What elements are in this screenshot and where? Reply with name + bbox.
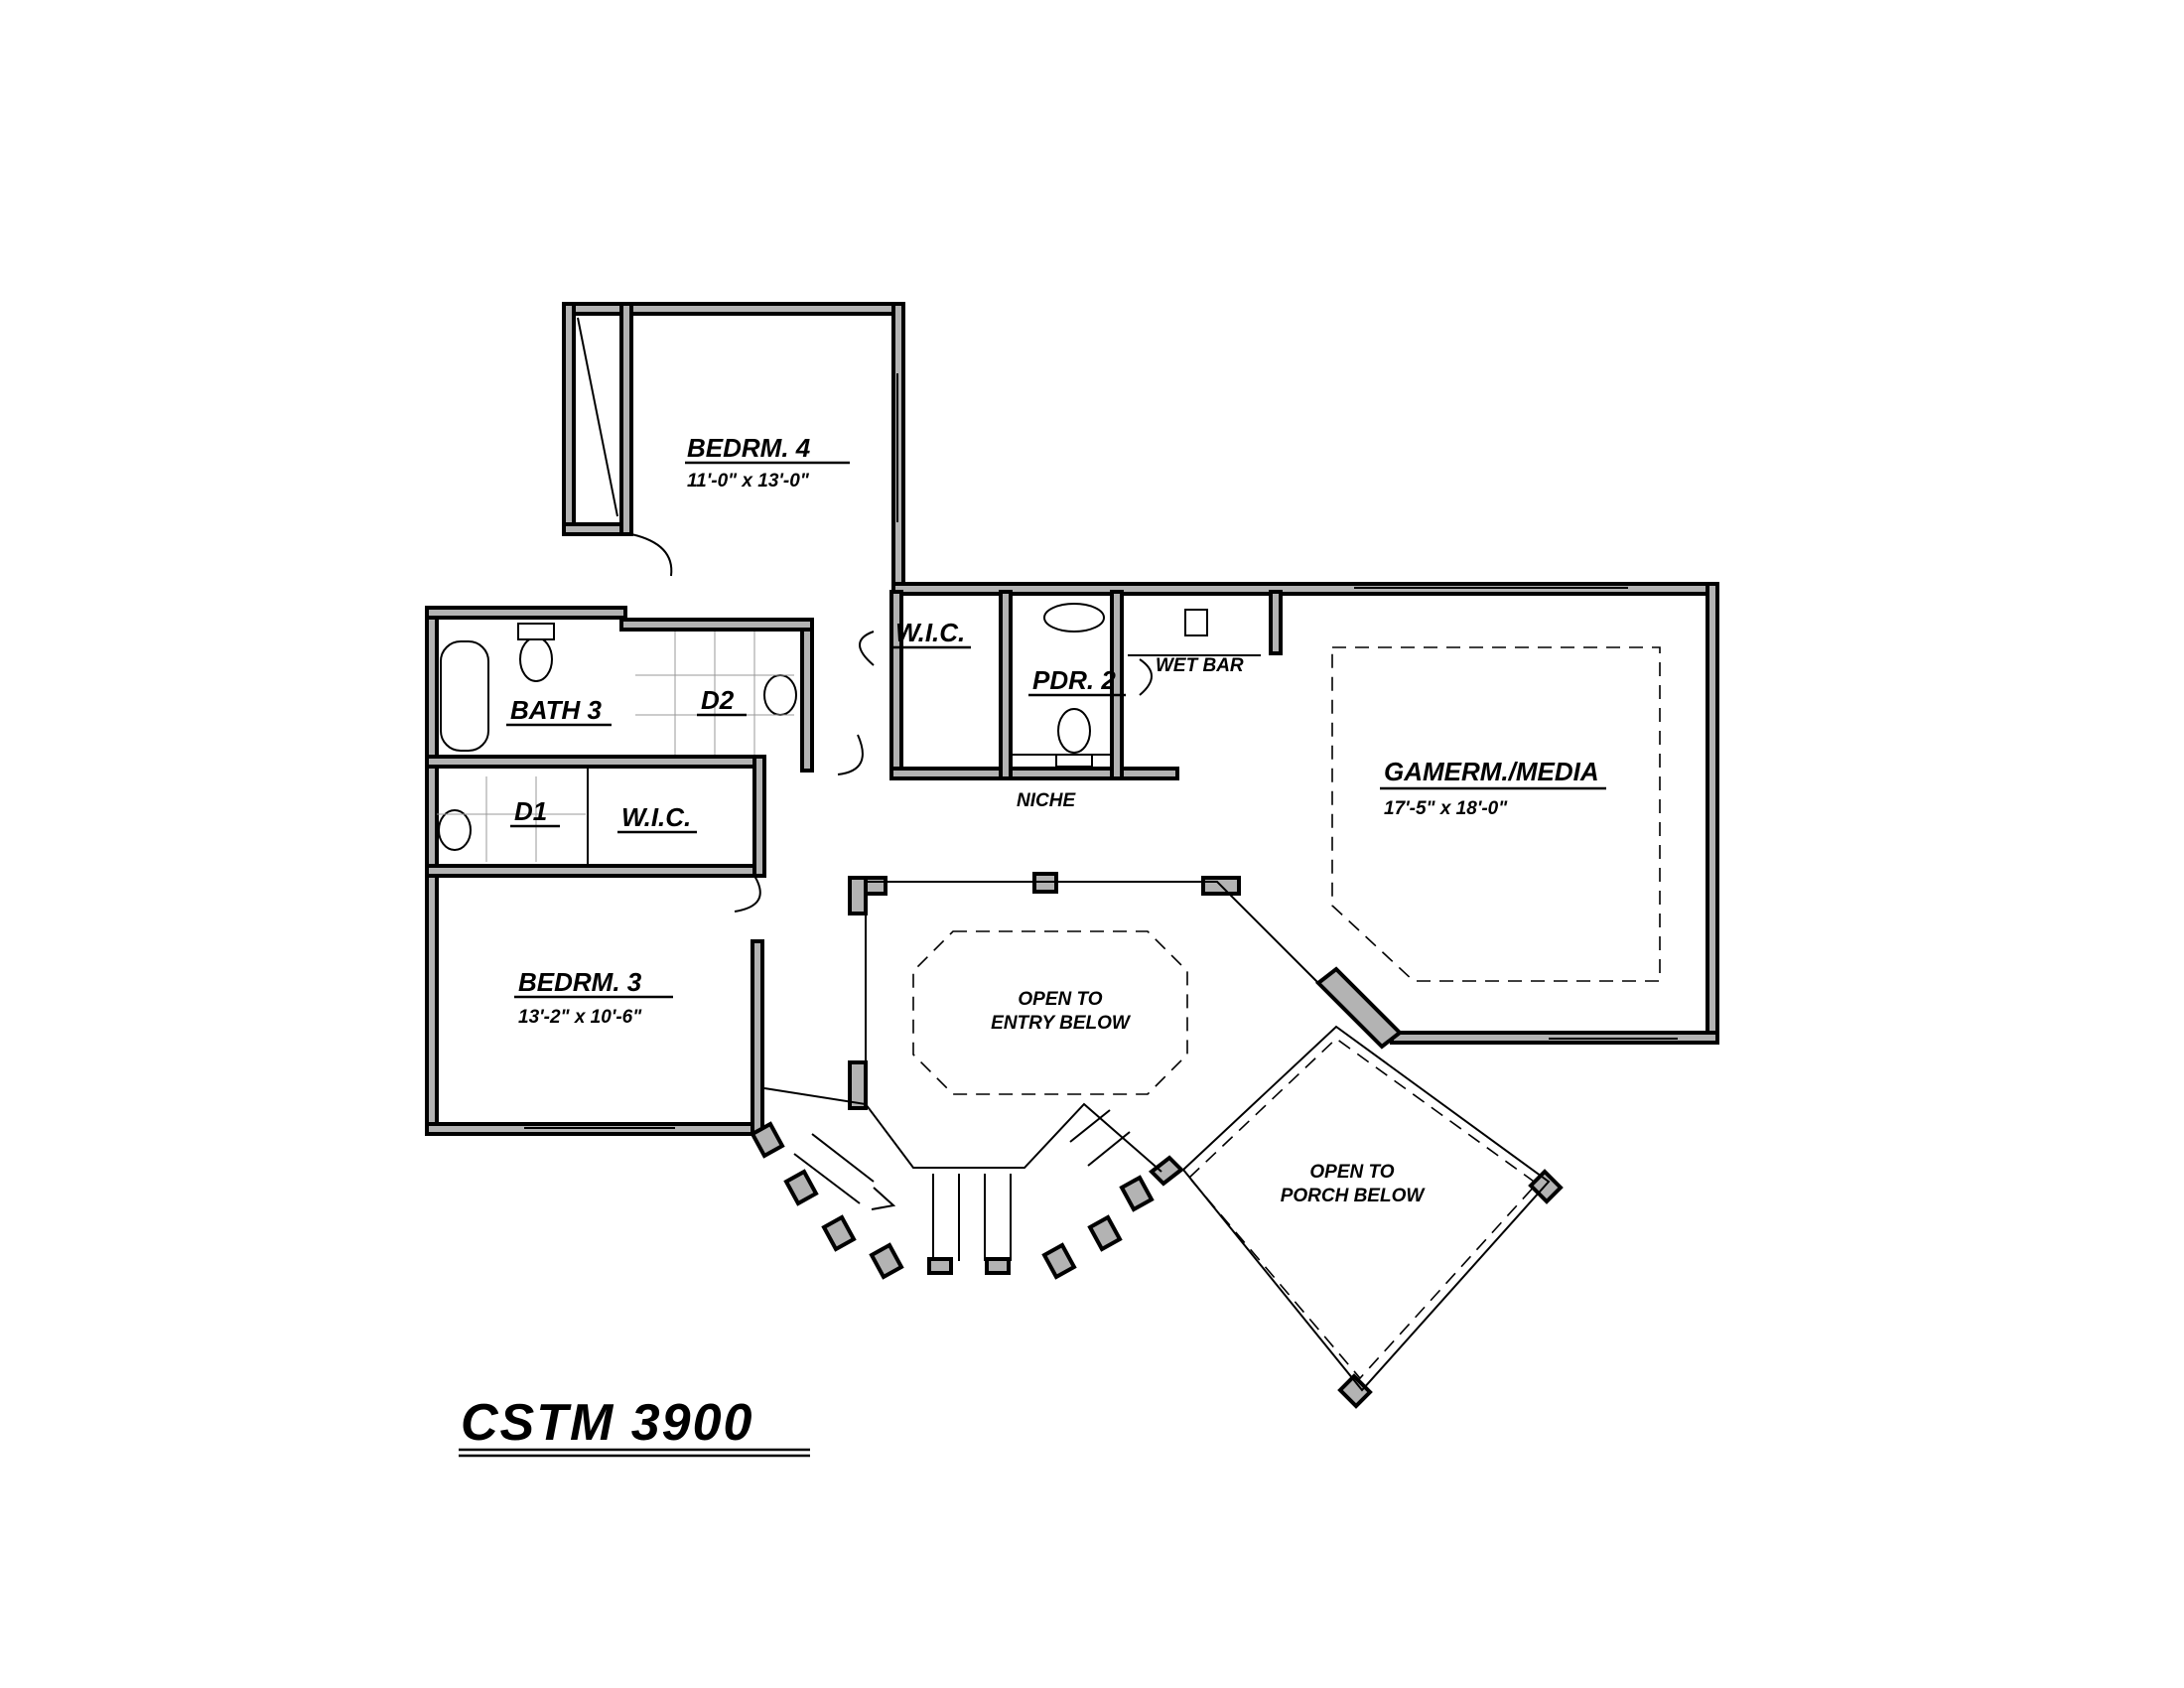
gameroom-dimensions: 17'-5" x 18'-0" <box>1384 798 1508 819</box>
open-entry-line2: ENTRY BELOW <box>991 1013 1132 1034</box>
open-entry-line1: OPEN TO <box>1018 989 1102 1010</box>
bedroom4-name: BEDRM. 4 <box>687 433 811 463</box>
powder2-name: PDR. 2 <box>1032 665 1116 695</box>
bath3-name: BATH 3 <box>510 695 603 725</box>
d2-name: D2 <box>701 685 735 715</box>
d1-name: D1 <box>514 796 547 826</box>
plan-title: CSTM 3900 <box>461 1394 753 1452</box>
open-porch-line1: OPEN TO <box>1309 1162 1394 1183</box>
wic-upper-name: W.I.C. <box>895 618 965 647</box>
bedroom3-dimensions: 13'-2" x 10'-6" <box>518 1007 642 1028</box>
room-labels: BEDRM. 4 11'-0" x 13'-0" W.I.C. PDR. 2 W… <box>459 433 1606 1458</box>
interior-lines <box>437 317 1678 1392</box>
bedroom3-name: BEDRM. 3 <box>518 967 642 997</box>
exterior-walls <box>425 302 1719 1409</box>
gameroom-name: GAMERM./MEDIA <box>1384 757 1599 786</box>
wic-lower-name: W.I.C. <box>621 802 691 832</box>
wet-bar-label: WET BAR <box>1156 655 1244 676</box>
open-porch-line2: PORCH BELOW <box>1281 1186 1427 1206</box>
bedroom4-dimensions: 11'-0" x 13'-0" <box>687 471 810 492</box>
niche-label: NICHE <box>1017 790 1076 811</box>
